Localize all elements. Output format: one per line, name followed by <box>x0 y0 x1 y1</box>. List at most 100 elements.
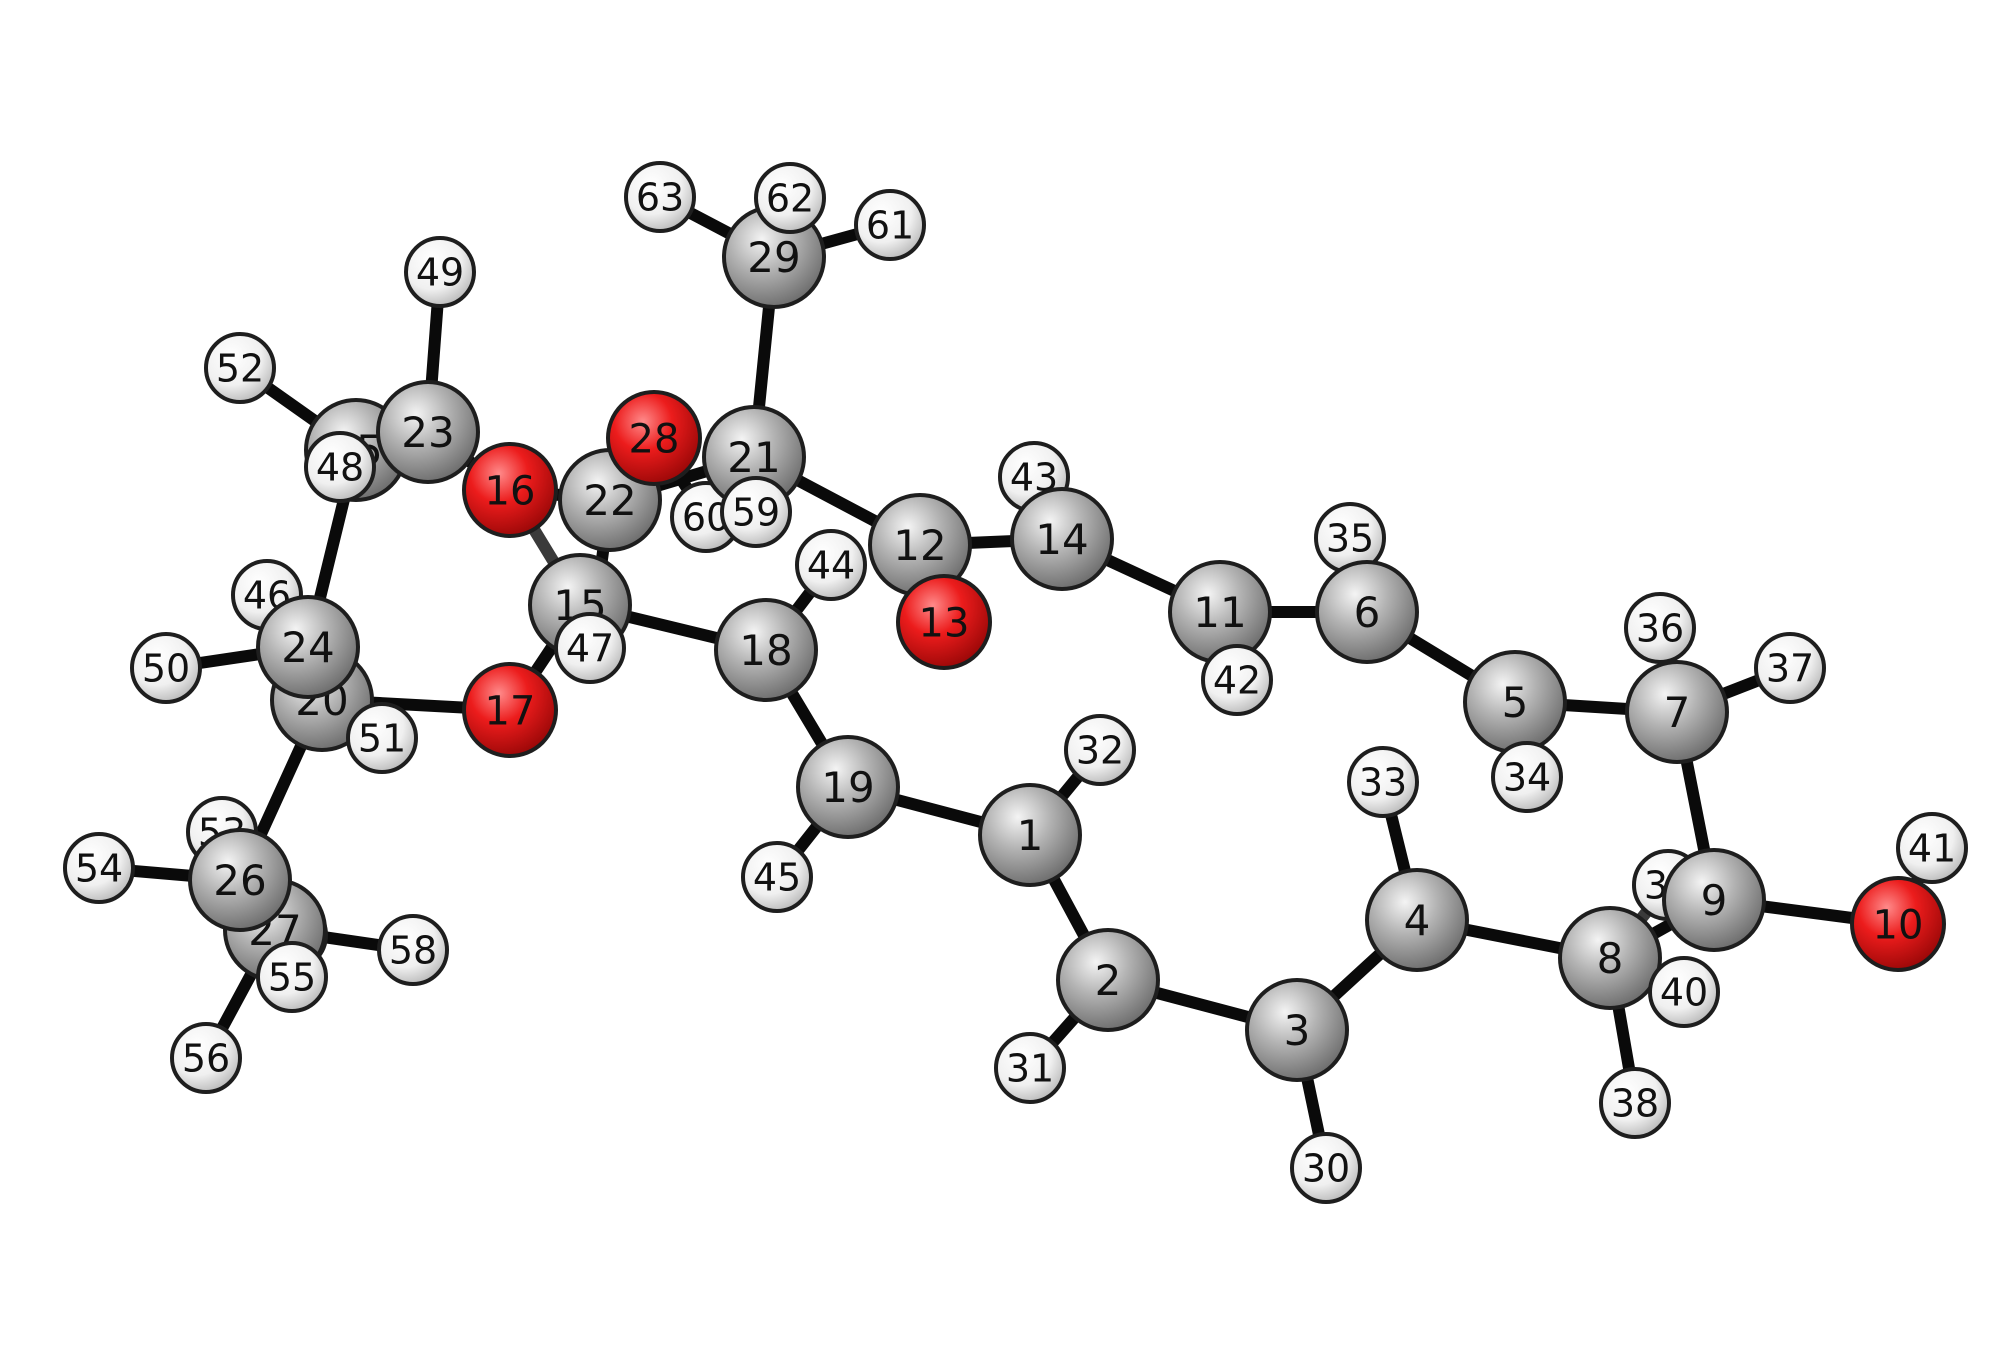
atom-41: 41 <box>1896 812 1968 884</box>
atoms-layer: 5746531520252739816323335363743446012182… <box>63 161 1968 1204</box>
atom-33-sphere <box>1347 746 1419 818</box>
atom-26-sphere <box>188 828 292 932</box>
atom-42: 42 <box>1201 644 1273 716</box>
atom-45-label: 45 <box>753 856 801 900</box>
atom-45-sphere <box>741 841 813 913</box>
atom-40-sphere <box>1648 956 1720 1028</box>
atom-8-sphere <box>1558 906 1662 1010</box>
atom-2: 2 <box>1056 928 1160 1032</box>
atom-16-sphere <box>462 442 558 538</box>
atom-41-label: 41 <box>1908 827 1956 871</box>
atom-30-sphere <box>1290 1132 1362 1204</box>
atom-30: 30 <box>1290 1132 1362 1204</box>
atom-50: 50 <box>130 632 202 704</box>
atom-48-label: 48 <box>316 446 364 490</box>
atom-54-sphere <box>63 832 135 904</box>
atom-17-sphere <box>462 662 558 758</box>
atom-63-label: 63 <box>636 176 684 220</box>
atom-21: 21 <box>702 405 806 509</box>
atom-19: 19 <box>796 735 900 839</box>
atom-54: 54 <box>63 832 135 904</box>
atom-9-sphere <box>1662 848 1766 952</box>
atom-4-label: 4 <box>1404 896 1431 945</box>
atom-19-sphere <box>796 735 900 839</box>
atom-52: 52 <box>204 332 276 404</box>
atom-1: 1 <box>978 783 1082 887</box>
atom-36: 36 <box>1624 592 1696 664</box>
atom-24: 24 <box>256 595 360 699</box>
atom-10-label: 10 <box>1873 902 1924 948</box>
atom-23: 23 <box>376 380 480 484</box>
atom-13-label: 13 <box>919 600 970 646</box>
atom-50-sphere <box>130 632 202 704</box>
atom-10-sphere <box>1850 876 1946 972</box>
atom-55-label: 55 <box>268 956 316 1000</box>
atom-4-sphere <box>1365 868 1469 972</box>
atom-5: 5 <box>1463 650 1567 754</box>
atom-59-label: 59 <box>732 491 780 535</box>
atom-37: 37 <box>1754 632 1826 704</box>
atom-7-label: 7 <box>1664 688 1691 737</box>
atom-63-sphere <box>624 161 696 233</box>
atom-63: 63 <box>624 161 696 233</box>
atom-33: 33 <box>1347 746 1419 818</box>
atom-41-sphere <box>1896 812 1968 884</box>
atom-19-label: 19 <box>821 763 874 812</box>
atom-1-label: 1 <box>1017 811 1044 860</box>
atom-47: 47 <box>554 612 626 684</box>
atom-18-sphere <box>714 598 818 702</box>
atom-3-label: 3 <box>1284 1006 1311 1055</box>
atom-55-sphere <box>256 941 328 1013</box>
atom-23-label: 23 <box>401 408 454 457</box>
atom-12-label: 12 <box>893 521 946 570</box>
atom-56-sphere <box>170 1022 242 1094</box>
atom-37-label: 37 <box>1766 647 1814 691</box>
atom-32: 32 <box>1064 714 1136 786</box>
atom-31: 31 <box>994 1032 1066 1104</box>
atom-42-sphere <box>1201 644 1273 716</box>
atom-3-sphere <box>1245 978 1349 1082</box>
atom-14: 14 <box>1010 487 1114 591</box>
atom-10: 10 <box>1850 876 1946 972</box>
atom-51-label: 51 <box>358 717 406 761</box>
atom-6: 6 <box>1315 560 1419 664</box>
atom-54-label: 54 <box>75 847 123 891</box>
atom-48: 48 <box>304 431 376 503</box>
atom-29-label: 29 <box>747 233 800 282</box>
atom-31-sphere <box>994 1032 1066 1104</box>
atom-31-label: 31 <box>1006 1047 1054 1091</box>
atom-33-label: 33 <box>1359 761 1407 805</box>
atom-13: 13 <box>896 574 992 670</box>
atom-58: 58 <box>377 914 449 986</box>
atom-21-label: 21 <box>727 433 780 482</box>
atom-14-sphere <box>1010 487 1114 591</box>
atom-42-label: 42 <box>1213 659 1261 703</box>
atom-51: 51 <box>346 702 418 774</box>
atom-38-sphere <box>1599 1067 1671 1139</box>
atom-4: 4 <box>1365 868 1469 972</box>
atom-58-sphere <box>377 914 449 986</box>
atom-26-label: 26 <box>213 856 266 905</box>
atom-35-label: 35 <box>1326 517 1374 561</box>
atom-32-sphere <box>1064 714 1136 786</box>
atom-62: 62 <box>754 162 826 234</box>
atom-49: 49 <box>404 236 476 308</box>
atom-3: 3 <box>1245 978 1349 1082</box>
atom-6-sphere <box>1315 560 1419 664</box>
atom-24-sphere <box>256 595 360 699</box>
atom-49-label: 49 <box>416 251 464 295</box>
atom-52-sphere <box>204 332 276 404</box>
atom-32-label: 32 <box>1076 729 1124 773</box>
atom-2-label: 2 <box>1095 956 1122 1005</box>
atom-37-sphere <box>1754 632 1826 704</box>
atom-38: 38 <box>1599 1067 1671 1139</box>
atom-18: 18 <box>714 598 818 702</box>
atom-50-label: 50 <box>142 647 190 691</box>
atom-24-label: 24 <box>281 623 334 672</box>
atom-9: 9 <box>1662 848 1766 952</box>
atom-51-sphere <box>346 702 418 774</box>
atom-56-label: 56 <box>182 1037 230 1081</box>
atom-38-label: 38 <box>1611 1082 1659 1126</box>
